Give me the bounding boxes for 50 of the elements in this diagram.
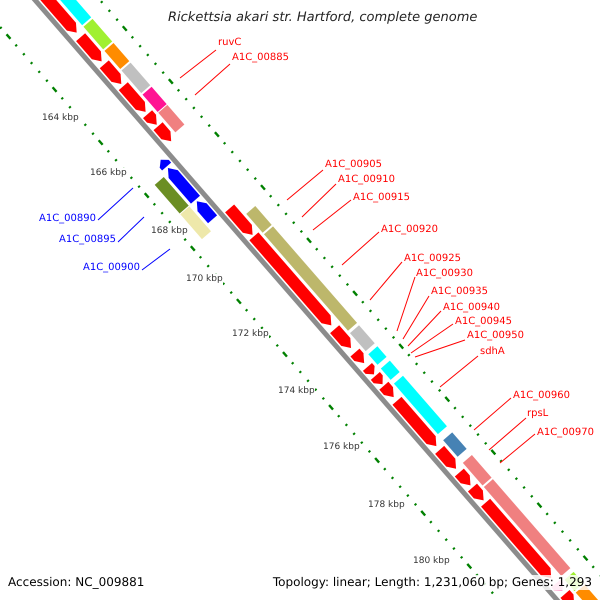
gene-label: sdhA bbox=[480, 346, 505, 358]
gene-label: A1C_00890 bbox=[39, 213, 96, 225]
gene-label: A1C_00930 bbox=[416, 268, 473, 280]
position-label: 180 kbp bbox=[413, 556, 450, 567]
gene-label: ruvC bbox=[218, 37, 242, 49]
leader-line bbox=[118, 216, 144, 242]
accession-label: Accession: NC_009881 bbox=[8, 575, 144, 590]
genome-title: Rickettsia akari str. Hartford, complete genome bbox=[168, 9, 478, 27]
position-label: 166 kbp bbox=[90, 168, 127, 179]
gene-label: A1C_00915 bbox=[353, 192, 410, 204]
gene-label: A1C_00905 bbox=[325, 159, 382, 171]
leader-line bbox=[194, 64, 230, 96]
gene-label: A1C_00900 bbox=[83, 262, 140, 274]
gene-label: A1C_00885 bbox=[232, 52, 289, 64]
leader-line bbox=[414, 340, 466, 358]
leader-line bbox=[396, 276, 416, 332]
leader-line bbox=[408, 310, 442, 346]
position-label: 164 kbp bbox=[42, 113, 79, 124]
gene-label: A1C_00960 bbox=[513, 390, 570, 402]
gene-label: A1C_00970 bbox=[537, 427, 594, 439]
leader-line bbox=[142, 248, 170, 270]
leader-line bbox=[286, 170, 324, 200]
gene-label: A1C_00925 bbox=[404, 253, 461, 265]
gene-label: A1C_00910 bbox=[338, 174, 395, 186]
leader-line bbox=[180, 50, 216, 78]
position-label: 172 kbp bbox=[232, 329, 269, 340]
leader-line bbox=[98, 188, 134, 220]
gene-label: A1C_00945 bbox=[455, 316, 512, 328]
leader-line bbox=[474, 398, 512, 430]
position-label: 178 kbp bbox=[368, 500, 405, 511]
leader-line bbox=[410, 324, 454, 354]
gene-label: rpsL bbox=[527, 408, 548, 420]
gene-label: A1C_00920 bbox=[381, 224, 438, 236]
gene-label: A1C_00940 bbox=[443, 302, 500, 314]
position-label: 168 kbp bbox=[151, 226, 188, 237]
leader-line bbox=[500, 434, 536, 464]
leader-line bbox=[312, 200, 352, 230]
genome-stats: Topology: linear; Length: 1,231,060 bp; Genes: 1,293 bbox=[272, 575, 592, 590]
position-label: 174 kbp bbox=[278, 386, 315, 397]
gene-label: A1C_00895 bbox=[59, 234, 116, 246]
position-label: 176 kbp bbox=[323, 442, 360, 453]
leader-line bbox=[488, 418, 526, 450]
leader-line bbox=[342, 232, 380, 266]
leader-line bbox=[302, 184, 336, 218]
leader-line bbox=[370, 262, 402, 300]
gene-label: A1C_00950 bbox=[467, 330, 524, 342]
leader-line bbox=[440, 356, 478, 388]
leader-line bbox=[402, 296, 430, 340]
gene-label: A1C_00935 bbox=[431, 286, 488, 298]
position-label: 170 kbp bbox=[186, 274, 223, 285]
